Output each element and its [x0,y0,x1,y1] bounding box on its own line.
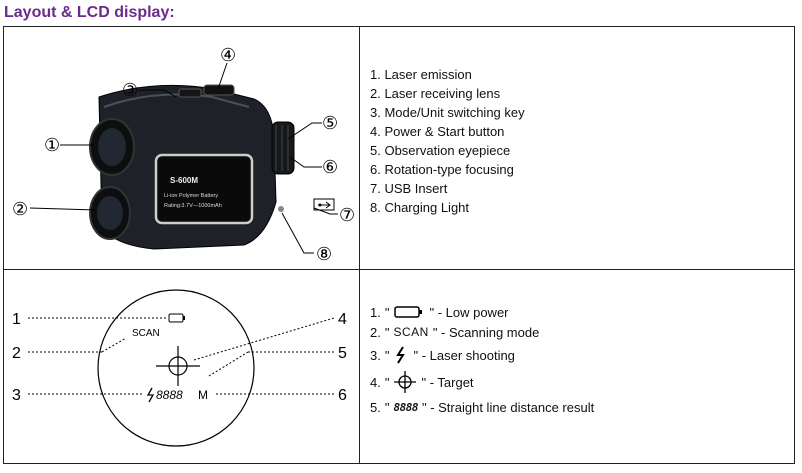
lcd-label-4: 4 [338,311,347,328]
lcd-legend-cell: 1. " " - Low power 2. " SCAN " - Scannin… [360,270,794,463]
layout-table: S-600M Li-ion Polymer Battery Rating:3.7… [3,26,795,464]
device-illustration-cell: S-600M Li-ion Polymer Battery Rating:3.7… [4,27,360,270]
model-label: S-600M [170,176,198,185]
distance-digits-glyph: 8888 [393,400,418,414]
list-item: 2. " SCAN " - Scanning mode [370,324,540,340]
charging-light-icon [278,206,284,212]
callout-3: ③ [122,80,138,100]
laser-shooting-icon [146,387,155,403]
lcd-distance-digits: 8888 [156,388,183,402]
list-item: 3. " " - Laser shooting [370,345,519,365]
target-crosshair-icon [156,346,200,386]
lcd-label-2: 2 [12,345,21,362]
lcd-unit: M [198,388,208,402]
list-item: 5. Observation eyepiece [370,143,511,158]
callout-8: ⑧ [316,244,332,264]
callout-4: ④ [220,45,236,65]
laser-shooting-icon [393,345,409,365]
lcd-diagram-cell: SCAN 8888 M 1 2 3 4 5 6 [4,270,360,463]
lcd-label-1: 1 [12,311,21,328]
callout-2: ② [12,199,28,219]
battery-label-line1: Li-ion Polymer Battery [164,193,218,199]
scan-glyph: SCAN [393,325,429,339]
lcd-label-6: 6 [338,387,347,404]
callout-5: ⑤ [322,113,338,133]
callout-7: ⑦ [339,205,355,225]
list-item: 7. USB Insert [370,181,448,196]
list-item: 3. Mode/Unit switching key [370,105,525,120]
callout-1: ① [44,135,60,155]
parts-list-cell: 1. Laser emission 2. Laser receiving len… [360,27,794,270]
battery-label-line2: Rating:3.7V—1000mAh [164,203,222,209]
battery-low-icon [393,305,425,319]
parts-list: 1. Laser emission 2. Laser receiving len… [370,65,525,217]
list-item: 6. Rotation-type focusing [370,162,514,177]
lcd-label-3: 3 [12,387,21,404]
callout-6: ⑥ [322,157,338,177]
lcd-scan-text: SCAN [132,328,160,339]
list-item: 2. Laser receiving lens [370,86,501,101]
list-item: 8. Charging Light [370,200,470,215]
list-item: 5. " 8888 " - Straight line distance res… [370,399,595,415]
list-item: 1. Laser emission [370,67,472,82]
usb-icon [313,198,335,211]
page-title: Layout & LCD display: [4,4,175,21]
battery-low-icon [168,313,185,323]
list-item: 1. " " - Low power [370,304,509,320]
lcd-diagram: SCAN 8888 M 1 2 3 4 5 6 [12,289,347,447]
target-crosshair-icon [393,371,417,393]
lcd-label-5: 5 [338,345,347,362]
rangefinder-illustration: S-600M Li-ion Polymer Battery Rating:3.7… [12,45,355,264]
list-item: 4. Power & Start button [370,124,505,139]
list-item: 4. " " - Target [370,371,478,393]
